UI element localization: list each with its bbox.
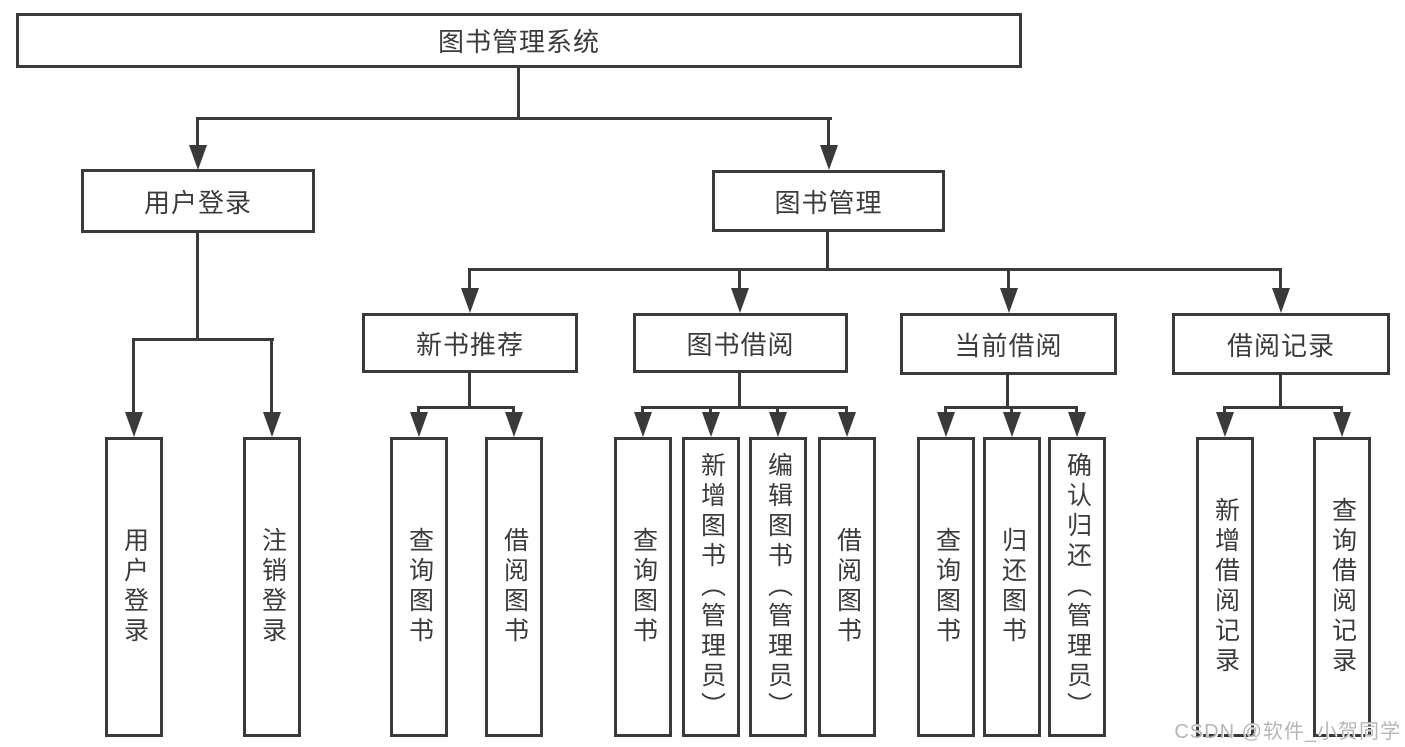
connector-drop — [1279, 268, 1282, 290]
leaf-label: 用户登录 — [120, 527, 149, 647]
leaf-add-borrowing-record: 新增借阅记录 — [1196, 437, 1254, 737]
leaf-borrow-books: 借阅图书 — [818, 437, 876, 737]
arrow-down-icon — [461, 288, 479, 313]
leaf-edit-books-admin: 编辑图书（管理员） — [749, 437, 807, 737]
leaf-label: 新增借阅记录 — [1211, 497, 1240, 677]
arrow-down-icon — [702, 412, 720, 437]
connector-bus — [1223, 406, 1343, 409]
leaf-borrow-books-recommend: 借阅图书 — [485, 437, 543, 737]
node-label: 当前借阅 — [954, 330, 1063, 361]
connector-stem — [517, 66, 520, 120]
leaf-label: 注销登录 — [258, 527, 287, 647]
node-current-borrowing: 当前借阅 — [900, 313, 1117, 375]
arrow-down-icon — [189, 145, 207, 170]
arrow-down-icon — [263, 412, 281, 437]
leaf-user-login: 用户登录 — [105, 437, 163, 737]
leaf-query-borrowing-record: 查询借阅记录 — [1313, 437, 1371, 737]
leaf-label: 编辑图书（管理员） — [764, 452, 793, 722]
leaf-label: 查询图书 — [405, 527, 434, 647]
node-user-login: 用户登录 — [81, 169, 315, 233]
leaf-query-books-recommend: 查询图书 — [390, 437, 448, 737]
connector-drop — [1007, 268, 1010, 290]
leaf-label: 确认归还（管理员） — [1063, 452, 1092, 722]
leaf-label: 借阅图书 — [500, 527, 529, 647]
arrow-down-icon — [838, 412, 856, 437]
connector-drop — [1010, 406, 1013, 415]
connector-drop — [512, 406, 515, 415]
node-label: 用户登录 — [143, 187, 252, 218]
connector-bus — [197, 117, 832, 120]
arrow-down-icon — [1272, 288, 1290, 313]
connector-drop — [709, 406, 712, 415]
connector-drop — [1340, 406, 1343, 415]
arrow-down-icon — [1003, 412, 1021, 437]
connector-stem — [196, 231, 199, 341]
connector-bus — [417, 406, 515, 409]
node-new-book-recommendation: 新书推荐 — [362, 313, 578, 373]
connector-drop — [641, 406, 644, 415]
connector-drop — [738, 268, 741, 290]
connector-stem — [468, 371, 471, 408]
leaf-confirm-return-admin: 确认归还（管理员） — [1048, 437, 1106, 737]
connector-drop — [776, 406, 779, 415]
arrow-down-icon — [505, 412, 523, 437]
connector-drop — [270, 338, 273, 413]
node-library-management-system: 图书管理系统 — [16, 13, 1022, 68]
node-label: 借阅记录 — [1226, 330, 1335, 361]
leaf-query-books-borrowing: 查询图书 — [614, 437, 672, 737]
leaf-add-books-admin: 新增图书（管理员） — [682, 437, 740, 737]
connector-drop — [417, 406, 420, 415]
arrow-down-icon — [820, 145, 838, 170]
node-label: 图书管理系统 — [437, 27, 600, 57]
arrow-down-icon — [1068, 412, 1086, 437]
connector-drop — [1075, 406, 1078, 415]
arrow-down-icon — [634, 412, 652, 437]
node-label: 图书管理 — [774, 187, 883, 218]
arrow-down-icon — [937, 412, 955, 437]
arrow-down-icon — [1216, 412, 1234, 437]
leaf-return-books: 归还图书 — [983, 437, 1041, 737]
arrow-down-icon — [731, 288, 749, 313]
leaf-label: 查询图书 — [932, 527, 961, 647]
connector-drop — [196, 117, 199, 146]
leaf-label: 新增图书（管理员） — [697, 452, 726, 722]
arrow-down-icon — [1000, 288, 1018, 313]
leaf-logout: 注销登录 — [243, 437, 301, 737]
connector-drop — [944, 406, 947, 415]
arrow-down-icon — [769, 412, 787, 437]
leaf-query-books-current: 查询图书 — [917, 437, 975, 737]
node-book-management: 图书管理 — [712, 170, 945, 232]
node-book-borrowing: 图书借阅 — [633, 313, 848, 373]
arrow-down-icon — [410, 412, 428, 437]
connector-drop — [1223, 406, 1226, 415]
connector-drop — [468, 268, 471, 290]
connector-drop — [827, 117, 830, 146]
connector-stem — [1279, 373, 1282, 408]
connector-bus — [132, 338, 274, 341]
connector-stem — [826, 230, 829, 270]
node-borrowing-records: 借阅记录 — [1172, 313, 1390, 375]
arrow-down-icon — [1333, 412, 1351, 437]
connector-drop — [132, 338, 135, 413]
connector-bus — [468, 268, 1282, 271]
leaf-label: 查询借阅记录 — [1328, 497, 1357, 677]
connector-drop — [845, 406, 848, 415]
node-label: 图书借阅 — [686, 329, 795, 360]
leaf-label: 借阅图书 — [833, 527, 862, 647]
connector-bus — [641, 406, 848, 409]
leaf-label: 查询图书 — [629, 527, 658, 647]
arrow-down-icon — [125, 412, 143, 437]
connector-stem — [738, 371, 741, 408]
csdn-watermark: CSDN @软件_小贺同学 — [1174, 721, 1401, 743]
leaf-label: 归还图书 — [998, 527, 1027, 647]
connector-stem — [1006, 373, 1009, 408]
node-label: 新书推荐 — [415, 329, 524, 360]
